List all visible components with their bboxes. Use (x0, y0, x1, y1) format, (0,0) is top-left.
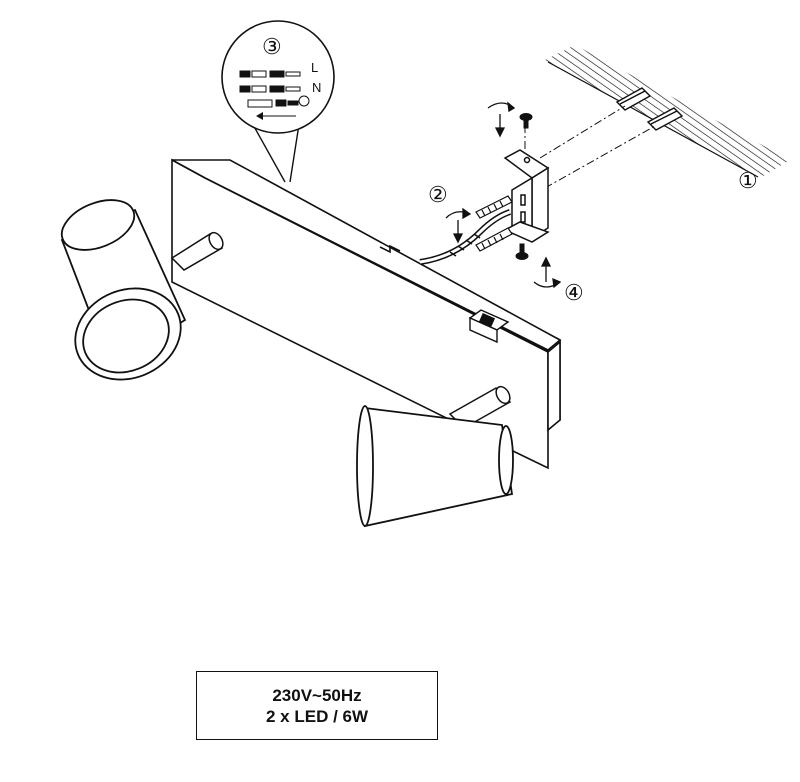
spec-box: 230V~50Hz 2 x LED / 6W (196, 671, 438, 740)
top-screw (519, 113, 533, 129)
step-number-2: ② (428, 183, 448, 208)
wire-label-live: L (311, 60, 318, 75)
cable (419, 209, 512, 265)
wall-plugs (615, 87, 684, 131)
left-spot-arm (170, 231, 224, 271)
step-number-3: ③ (262, 35, 282, 60)
spec-voltage: 230V~50Hz (272, 685, 362, 705)
spec-lamps: 2 x LED / 6W (265, 706, 369, 726)
long-screws (475, 195, 513, 252)
rotation-arrows (445, 101, 562, 289)
bottom-screw (515, 243, 529, 260)
left-spotlight (60, 199, 187, 381)
switch (468, 309, 510, 344)
wire-label-neutral: N (312, 80, 321, 95)
mounting-bracket (503, 149, 550, 243)
alignment-lines (524, 105, 656, 189)
base-plate (171, 158, 562, 470)
step-number-4: ④ (564, 281, 584, 306)
wiring-callout (221, 20, 335, 183)
right-spotlight (356, 405, 514, 528)
step-number-1: ① (738, 169, 758, 194)
